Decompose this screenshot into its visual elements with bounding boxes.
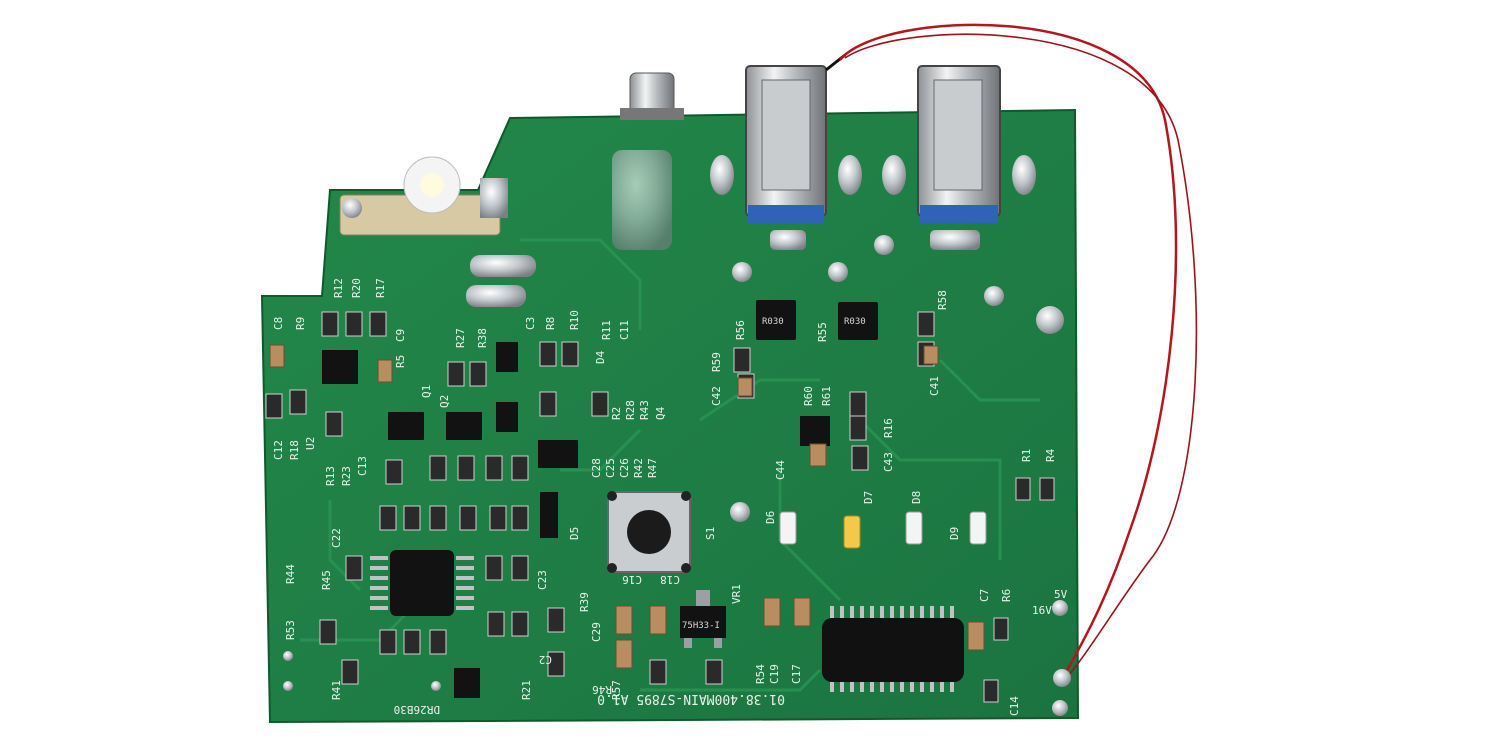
label-c14: C14 xyxy=(1008,696,1021,716)
label-r20: R20 xyxy=(350,278,363,298)
label-c29: C29 xyxy=(590,622,603,642)
label-r8: R8 xyxy=(544,317,557,330)
label-r27: R27 xyxy=(454,328,467,348)
label-r28: R28 xyxy=(624,400,637,420)
label-r16: R16 xyxy=(882,418,895,438)
label-c11: C11 xyxy=(618,320,631,340)
solder-pads xyxy=(466,150,1064,522)
label-r60: R60 xyxy=(802,386,815,406)
label-r23: R23 xyxy=(340,466,353,486)
silkscreen: 01.38.400MAIN-S7895 A1.0 DR26B30 R12 R20… xyxy=(272,278,1068,716)
label-d5: D5 xyxy=(568,527,581,540)
label-r1: R1 xyxy=(1020,449,1033,462)
label-q2: Q2 xyxy=(438,395,451,408)
label-c25: C25 xyxy=(604,458,617,478)
label-r21: R21 xyxy=(520,680,533,700)
copper-traces xyxy=(300,238,1040,692)
label-q4: Q4 xyxy=(654,406,667,420)
label-s1: S1 xyxy=(704,527,717,540)
label-r13: R13 xyxy=(324,466,337,486)
label-r44: R44 xyxy=(284,564,297,584)
label-r4: R4 xyxy=(1044,448,1057,462)
tactile-switch xyxy=(607,491,691,573)
label-d8: D8 xyxy=(910,491,923,504)
label-c7: C7 xyxy=(978,589,991,602)
label-r12: R12 xyxy=(332,278,345,298)
label-c13: C13 xyxy=(356,456,369,476)
terminal-pads xyxy=(283,600,1071,716)
label-d9: D9 xyxy=(948,527,961,540)
label-r42: R42 xyxy=(632,458,645,478)
voltage-regulator xyxy=(680,590,726,648)
label-r6: R6 xyxy=(1000,589,1013,602)
main-controller-chip xyxy=(370,550,474,616)
shunt-resistor-left xyxy=(756,300,796,340)
label-r2: R2 xyxy=(610,407,623,420)
rca-jack xyxy=(620,72,684,120)
board-corner-marking: DR26B30 xyxy=(394,703,440,716)
label-c26: C26 xyxy=(618,458,631,478)
label-r46: R46 xyxy=(592,683,612,696)
label-c43: C43 xyxy=(882,452,895,472)
label-r54: R54 xyxy=(754,664,767,684)
label-r43: R43 xyxy=(638,400,651,420)
label-u2: U2 xyxy=(304,437,317,450)
label-r57: R57 xyxy=(610,680,623,700)
usb-port-left xyxy=(745,53,846,223)
label-c9: C9 xyxy=(394,329,407,342)
label-r55: R55 xyxy=(816,322,829,342)
label-r47: R47 xyxy=(646,458,659,478)
label-r41: R41 xyxy=(330,680,343,700)
label-r17: R17 xyxy=(374,278,387,298)
label-r58: R58 xyxy=(936,290,949,310)
board-marking: 01.38.400MAIN-S7895 A1.0 xyxy=(597,691,785,706)
label-c28: C28 xyxy=(590,458,603,478)
white-led xyxy=(339,156,508,236)
shunt-right-marking: R030 xyxy=(844,317,866,327)
label-c12: C12 xyxy=(272,440,285,460)
label-c42: C42 xyxy=(710,386,723,406)
label-r5: R5 xyxy=(394,355,407,368)
label-c18: C18 xyxy=(660,573,680,586)
label-d6: D6 xyxy=(764,511,777,524)
power-chip-right xyxy=(822,606,964,692)
label-c16: C16 xyxy=(622,573,642,586)
usb-port-right xyxy=(917,65,1001,223)
u2-chip xyxy=(322,342,830,698)
shunt-left-marking: R030 xyxy=(762,317,784,327)
label-c2: C2 xyxy=(539,653,552,666)
label-c8: C8 xyxy=(272,317,285,330)
label-16v: 16V xyxy=(1032,604,1052,617)
label-r38: R38 xyxy=(476,328,489,348)
label-c19: C19 xyxy=(768,664,781,684)
red-wire xyxy=(839,23,1178,673)
label-r61: R61 xyxy=(820,386,833,406)
label-c44: C44 xyxy=(774,460,787,480)
label-c41: C41 xyxy=(928,376,941,396)
label-r11: R11 xyxy=(600,320,613,340)
label-r59: R59 xyxy=(710,352,723,372)
label-r18: R18 xyxy=(288,440,301,460)
status-leds xyxy=(779,511,987,549)
label-c22: C22 xyxy=(330,528,343,548)
label-c17: C17 xyxy=(790,664,803,684)
label-r10: R10 xyxy=(568,310,581,330)
shunt-resistor-right xyxy=(838,302,878,340)
red-wire-strand xyxy=(844,33,1198,677)
label-d4: D4 xyxy=(594,350,607,364)
label-c23: C23 xyxy=(536,570,549,590)
label-d7: D7 xyxy=(862,491,875,504)
label-r53: R53 xyxy=(284,620,297,640)
label-r39: R39 xyxy=(578,592,591,612)
label-q1: Q1 xyxy=(420,385,433,398)
smd-components xyxy=(265,311,1055,703)
label-c3: C3 xyxy=(524,317,537,330)
label-r45: R45 xyxy=(320,570,333,590)
label-vr1: VR1 xyxy=(730,584,743,604)
regulator-marking: 75H33-I xyxy=(682,621,720,631)
label-5v: 5V xyxy=(1054,588,1068,601)
label-r56: R56 xyxy=(734,320,747,340)
label-r9: R9 xyxy=(294,317,307,330)
